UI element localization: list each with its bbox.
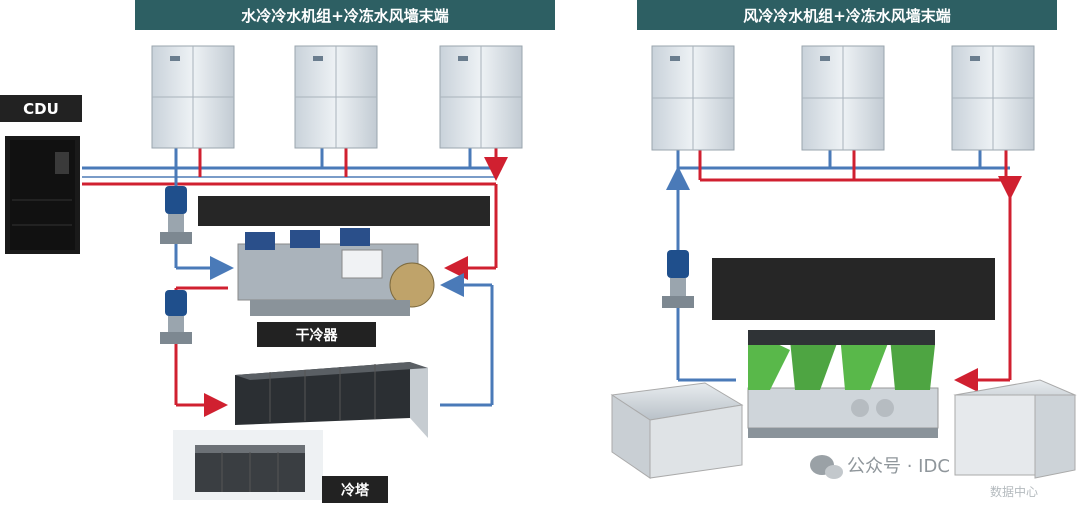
ahu-unit-1 [151,45,235,149]
left-ahu-units [151,45,523,149]
dry-cooler-label: 干冷器 [257,322,376,347]
ahu-unit-3 [439,45,523,149]
air-cooled-chiller-green [747,330,939,438]
pump-left-1 [160,186,192,244]
redacted-label-bar-left [198,196,490,226]
watermark-text: 公众号 · IDC [847,456,950,477]
wechat-icon [810,455,843,479]
air-cooled-unit-left [610,382,744,479]
watermark-subtext: 数据中心 [990,485,1039,499]
ahu-unit-5 [801,45,885,151]
cooling-tower [173,430,323,500]
dry-cooler [235,362,428,438]
ahu-unit-4 [651,45,735,151]
air-cooled-unit-right [953,379,1077,479]
left-pipes [82,148,508,417]
cooling-tower-label: 冷塔 [322,476,388,503]
water-cooled-chiller [237,228,435,316]
right-ahu-units [651,45,1035,151]
ahu-unit-6 [951,45,1035,151]
pump-left-2 [160,290,192,344]
header-right: 风冷冷水机组+冷冻水风墙末端 [637,0,1057,30]
ahu-unit-2 [294,45,378,149]
pump-right [662,250,694,308]
cdu-cabinet [5,136,80,254]
redacted-label-bar-right [712,258,995,320]
header-left: 水冷冷水机组+冷冻水风墙末端 [135,0,555,30]
cdu-label: CDU [0,95,82,122]
